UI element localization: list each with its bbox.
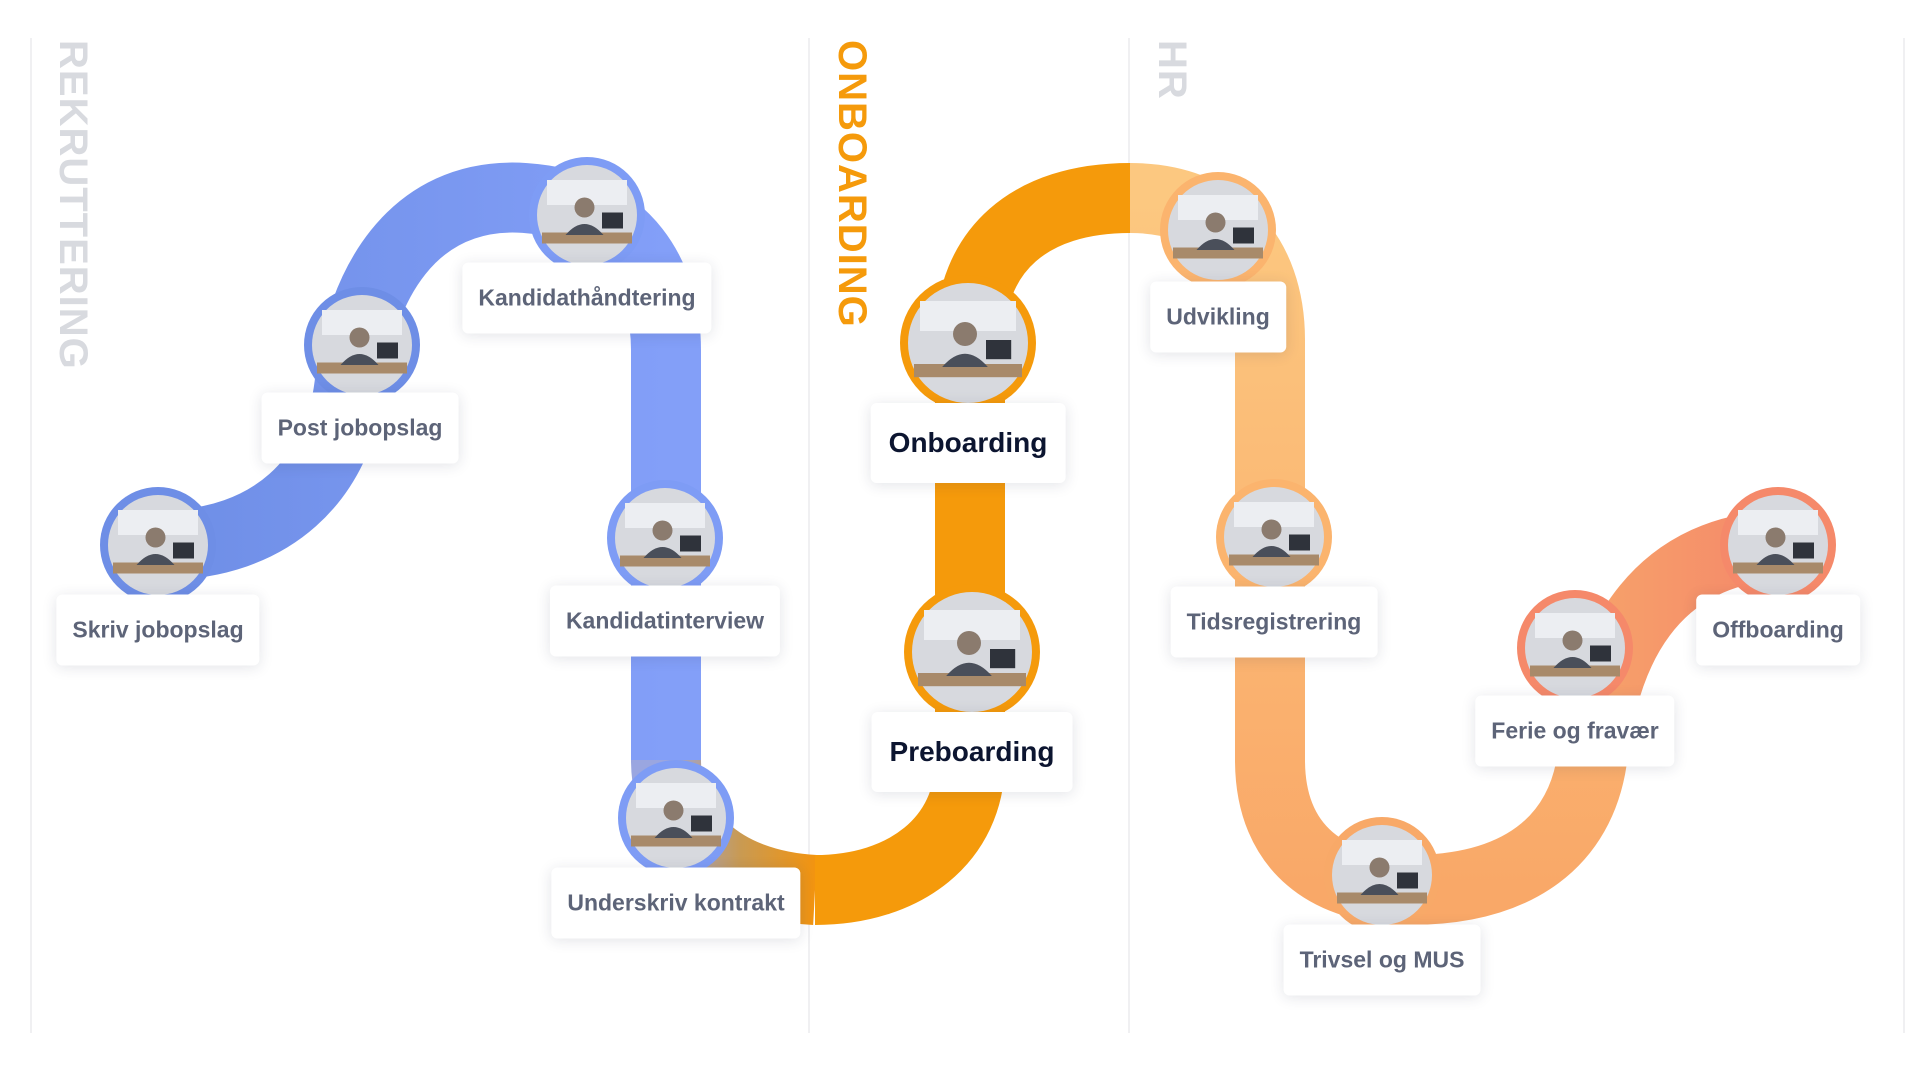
- photo-person-head: [663, 800, 684, 821]
- photo-person-head: [1261, 519, 1282, 540]
- section-divider: [1903, 38, 1905, 1033]
- photo-monitor-shape: [691, 815, 712, 832]
- photo-monitor-shape: [986, 340, 1012, 360]
- step-card-underskriv-kontrakt[interactable]: Underskriv kontrakt: [551, 867, 801, 939]
- photo-desk-shape: [1173, 247, 1263, 259]
- step-node-skriv-jobopslag[interactable]: [100, 487, 216, 603]
- step-node-kandidathandtering[interactable]: [529, 157, 645, 273]
- photo-person-body: [1360, 884, 1399, 895]
- photo-desk-shape: [317, 362, 407, 374]
- photo-desk-shape: [918, 673, 1026, 687]
- step-node-offboarding[interactable]: [1720, 487, 1836, 603]
- photo-desk-shape: [914, 364, 1022, 378]
- photo-person-head: [1369, 857, 1390, 878]
- step-card-tidsregistrering[interactable]: Tidsregistrering: [1170, 586, 1378, 658]
- photo-person-body: [1196, 239, 1235, 250]
- step-node-preboarding[interactable]: [904, 584, 1040, 720]
- photo-person-body: [1252, 546, 1291, 557]
- photo-monitor-shape: [1590, 645, 1611, 662]
- photo-person-head: [1765, 527, 1786, 548]
- photo-person-head: [652, 520, 673, 541]
- step-node-kandidatinterview[interactable]: [607, 480, 723, 596]
- photo-person-body: [565, 224, 604, 235]
- step-card-onboarding[interactable]: Onboarding: [870, 403, 1066, 483]
- photo-monitor-shape: [602, 212, 623, 229]
- photo-monitor-shape: [1793, 542, 1814, 559]
- photo-person-body: [643, 547, 682, 558]
- photo-desk-shape: [1337, 892, 1427, 904]
- step-card-offboarding[interactable]: Offboarding: [1696, 594, 1860, 666]
- step-card-trivsel-og-mus[interactable]: Trivsel og MUS: [1283, 924, 1481, 996]
- photo-person-head: [349, 327, 370, 348]
- photo-desk-shape: [631, 835, 721, 847]
- photo-person-head: [957, 631, 981, 655]
- photo-person-body: [1553, 657, 1592, 668]
- photo-person-body: [136, 554, 175, 565]
- photo-monitor-shape: [1289, 534, 1310, 551]
- photo-person-body: [340, 354, 379, 365]
- photo-person-head: [1205, 212, 1226, 233]
- photo-desk-shape: [542, 232, 632, 244]
- step-node-ferie-og-fravaer[interactable]: [1517, 590, 1633, 706]
- step-card-ferie-og-fravaer[interactable]: Ferie og fravær: [1475, 695, 1675, 767]
- photo-desk-shape: [1229, 554, 1319, 566]
- section-divider: [30, 38, 32, 1033]
- section-divider: [1128, 38, 1130, 1033]
- photo-person-body: [946, 662, 992, 676]
- step-card-post-jobopslag[interactable]: Post jobopslag: [261, 392, 459, 464]
- step-card-kandidathandtering[interactable]: Kandidathåndtering: [462, 262, 712, 334]
- photo-monitor-shape: [1233, 227, 1254, 244]
- step-node-udvikling[interactable]: [1160, 172, 1276, 288]
- step-node-underskriv-kontrakt[interactable]: [618, 760, 734, 876]
- step-card-udvikling[interactable]: Udvikling: [1150, 281, 1286, 353]
- step-node-post-jobopslag[interactable]: [304, 287, 420, 403]
- photo-person-head: [953, 322, 977, 346]
- photo-desk-shape: [1733, 562, 1823, 574]
- photo-monitor-shape: [990, 649, 1016, 669]
- photo-monitor-shape: [377, 342, 398, 359]
- photo-desk-shape: [113, 562, 203, 574]
- photo-monitor-shape: [173, 542, 194, 559]
- step-node-tidsregistrering[interactable]: [1216, 479, 1332, 595]
- photo-monitor-shape: [1397, 872, 1418, 889]
- step-node-onboarding[interactable]: [900, 275, 1036, 411]
- photo-person-body: [654, 827, 693, 838]
- step-card-skriv-jobopslag[interactable]: Skriv jobopslag: [56, 594, 260, 666]
- photo-person-body: [1756, 554, 1795, 565]
- section-title-onboarding: ONBOARDING: [830, 40, 874, 328]
- section-divider: [808, 38, 810, 1033]
- step-card-preboarding[interactable]: Preboarding: [871, 712, 1073, 792]
- photo-person-head: [1562, 630, 1583, 651]
- photo-desk-shape: [620, 555, 710, 567]
- photo-monitor-shape: [680, 535, 701, 552]
- section-title-hr: HR: [1150, 40, 1194, 100]
- photo-person-head: [574, 197, 595, 218]
- step-node-trivsel-og-mus[interactable]: [1324, 817, 1440, 933]
- step-card-kandidatinterview[interactable]: Kandidatinterview: [549, 585, 781, 657]
- photo-person-head: [145, 527, 166, 548]
- photo-desk-shape: [1530, 665, 1620, 677]
- photo-person-body: [942, 353, 988, 367]
- section-title-rekruttering: REKRUTTERING: [51, 40, 95, 370]
